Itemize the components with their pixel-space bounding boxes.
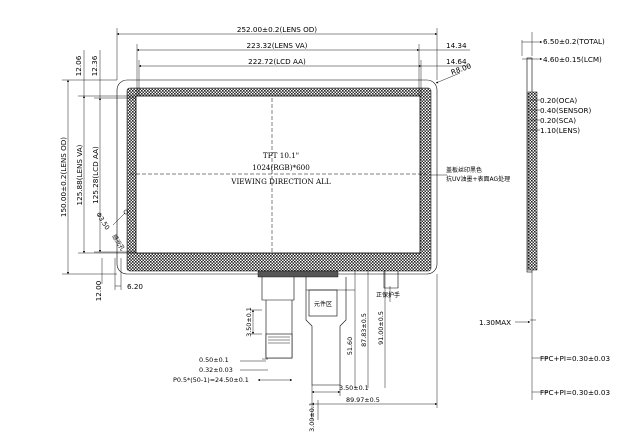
dim-top-offset-va: 12.06 — [74, 55, 83, 76]
front-view: TFT 10.1" 1024(RGB)*600 VIEWING DIRECTIO… — [59, 25, 510, 432]
dim-lens-va-height: 125.88(LENS VA) — [75, 144, 84, 205]
fpc: 元件区 正保护手 — [257, 270, 400, 386]
side-lens-stack — [527, 91, 538, 271]
dim-fpc-050: 0.50±0.1 — [199, 356, 229, 364]
dim-hole-diameter: Φ3.50 — [94, 211, 111, 232]
dim-bottom-left-h: 6.20 — [127, 282, 143, 291]
dim-lens-od-height: 150.00±0.2(LENS OD) — [59, 137, 68, 217]
border-note-line1: 盖板丝印黑色 — [446, 166, 482, 174]
side-lcm: 4.60±0.15(LCM) — [543, 55, 602, 64]
dim-lens-od-width: 252.00±0.2(LENS OD) — [237, 25, 317, 34]
hole-note: 感光孔 — [110, 233, 126, 253]
side-fpc-pi-1: FPC+PI=0.30±0.03 — [540, 354, 610, 363]
viewing-direction-label: VIEWING DIRECTION ALL — [230, 177, 331, 186]
dim-fpc-300: 3.00±0.1 — [308, 402, 316, 432]
side-oca: 0.20(OCA) — [540, 96, 577, 105]
stiffener-note: 正保护手 — [376, 291, 400, 299]
dim-fpc-9100: 91.00±0.5 — [377, 311, 385, 345]
dim-fpc-032: 0.32±0.03 — [199, 366, 233, 374]
dim-top-offset-aa: 12.36 — [90, 55, 99, 76]
border-note-line2: 抗UV油墨+表面AG处理 — [446, 175, 510, 183]
side-lens: 1.10(LENS) — [540, 126, 580, 135]
dim-fpc-8783: 87.83±0.5 — [360, 313, 368, 347]
side-max: 1.30MAX — [479, 318, 511, 327]
dim-fpc-pitch: P0.5*(50-1)=24.50±0.1 — [173, 376, 249, 384]
component-area-label: 元件区 — [314, 300, 332, 308]
sensor-hole — [123, 209, 129, 215]
dim-lens-va-width: 223.32(LENS VA) — [247, 41, 308, 50]
side-sensor: 0.40(SENSOR) — [540, 106, 592, 115]
dim-fpc-5160: 51.60 — [346, 337, 354, 355]
side-total: 6.50±0.2(TOTAL) — [543, 37, 605, 46]
active-area — [135, 95, 421, 254]
side-fpc-pi-2: FPC+PI=0.30±0.03 — [540, 388, 610, 397]
resolution-label: 1024(RGB)*600 — [252, 163, 310, 172]
dim-fpc-350-v: 3.50±0.1 — [245, 307, 253, 337]
dim-right-offset-aa: 14.64 — [446, 57, 467, 66]
dim-lcd-aa-width: 222.72(LCD AA) — [248, 57, 306, 66]
dim-fpc-8997: 89.97±0.5 — [346, 396, 380, 404]
dim-fpc-350-h: 3.50±0.1 — [339, 384, 369, 392]
dim-bottom-left-v: 12.00 — [94, 280, 103, 301]
dim-right-offset-va: 14.34 — [446, 41, 467, 50]
dim-lcd-aa-height: 125.28(LCD AA) — [91, 146, 100, 204]
panel-size-label: TFT 10.1" — [263, 151, 299, 160]
side-view: 6.50±0.2(TOTAL) 4.60±0.15(LCM) 0.20(OCA)… — [479, 32, 610, 400]
side-sca: 0.20(SCA) — [540, 116, 576, 125]
